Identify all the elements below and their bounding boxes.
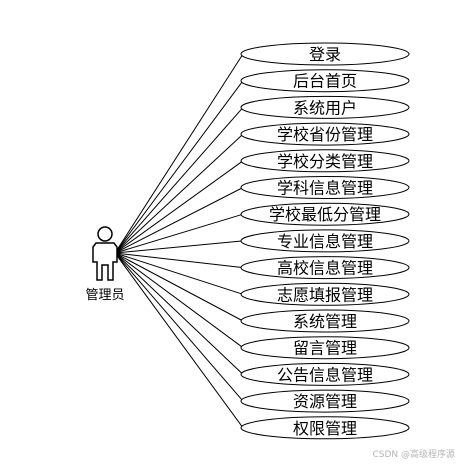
use-case-ellipse bbox=[240, 42, 410, 66]
use-case: 留言管理 bbox=[240, 336, 410, 360]
actor-administrator: 管理员 bbox=[85, 226, 125, 303]
use-case-ellipse bbox=[240, 149, 410, 173]
use-case: 权限管理 bbox=[240, 416, 410, 440]
use-case-label: 权限管理 bbox=[293, 419, 357, 438]
use-case: 资源管理 bbox=[240, 389, 410, 413]
use-case-label: 学校省份管理 bbox=[277, 125, 373, 144]
use-case-list: 登录后台首页系统用户学校省份管理学校分类管理学科信息管理学校最低分管理专业信息管… bbox=[240, 42, 410, 440]
association-line bbox=[114, 53, 244, 254]
use-case-label: 资源管理 bbox=[293, 392, 357, 411]
use-case-ellipse bbox=[240, 389, 410, 413]
use-case-ellipse bbox=[240, 282, 410, 306]
association-lines bbox=[114, 53, 244, 429]
association-line bbox=[114, 252, 244, 375]
use-case-ellipse bbox=[240, 176, 410, 199]
actor-body bbox=[92, 242, 118, 281]
use-case-label: 登录 bbox=[309, 45, 341, 64]
association-line bbox=[114, 213, 244, 254]
association-line bbox=[114, 252, 244, 349]
use-case-label: 学校最低分管理 bbox=[269, 205, 381, 224]
association-line bbox=[114, 240, 244, 254]
use-case-label: 系统管理 bbox=[293, 312, 357, 331]
actor-label: 管理员 bbox=[85, 288, 124, 303]
use-case: 学科信息管理 bbox=[240, 176, 410, 199]
use-case-ellipse bbox=[240, 362, 410, 386]
use-case: 学校最低分管理 bbox=[240, 202, 410, 226]
association-line bbox=[114, 80, 244, 254]
use-case-ellipse bbox=[240, 416, 410, 440]
use-case-ellipse bbox=[240, 229, 410, 253]
association-line bbox=[114, 160, 244, 254]
actor-head bbox=[97, 226, 113, 242]
watermark: CSDN @高级程序源 bbox=[372, 450, 455, 460]
use-case-label: 志愿填报管理 bbox=[277, 285, 373, 304]
use-case-ellipse bbox=[240, 256, 410, 280]
use-case-label: 学科信息管理 bbox=[277, 179, 373, 198]
use-case-label: 学校分类管理 bbox=[277, 152, 373, 171]
use-case: 公告信息管理 bbox=[240, 362, 410, 386]
association-line bbox=[114, 252, 244, 269]
use-case-ellipse bbox=[240, 202, 410, 226]
use-case-ellipse bbox=[240, 336, 410, 360]
use-case: 后台首页 bbox=[240, 69, 410, 93]
use-case: 登录 bbox=[240, 42, 410, 66]
use-case-label: 公告信息管理 bbox=[277, 365, 373, 384]
use-case: 系统用户 bbox=[240, 95, 410, 119]
use-case-ellipse bbox=[240, 69, 410, 93]
association-line bbox=[114, 252, 244, 429]
use-case-label: 高校信息管理 bbox=[277, 259, 373, 278]
use-case-label: 后台首页 bbox=[293, 72, 357, 91]
use-case-label: 留言管理 bbox=[293, 339, 357, 358]
use-case-label: 系统用户 bbox=[293, 98, 357, 117]
use-case: 学校省份管理 bbox=[240, 122, 410, 146]
stick-figure-icon bbox=[92, 226, 118, 281]
association-line bbox=[114, 252, 244, 402]
use-case-ellipse bbox=[240, 309, 410, 333]
use-case: 高校信息管理 bbox=[240, 256, 410, 280]
association-line bbox=[114, 252, 244, 295]
association-line bbox=[114, 187, 244, 254]
association-line bbox=[114, 107, 244, 254]
use-case: 志愿填报管理 bbox=[240, 282, 410, 306]
use-case: 专业信息管理 bbox=[240, 229, 410, 253]
use-case-ellipse bbox=[240, 122, 410, 146]
use-case: 学校分类管理 bbox=[240, 149, 410, 173]
use-case-label: 专业信息管理 bbox=[277, 232, 373, 251]
association-line bbox=[114, 133, 244, 254]
use-case-ellipse bbox=[240, 95, 410, 119]
use-case: 系统管理 bbox=[240, 309, 410, 333]
association-line bbox=[114, 252, 244, 322]
